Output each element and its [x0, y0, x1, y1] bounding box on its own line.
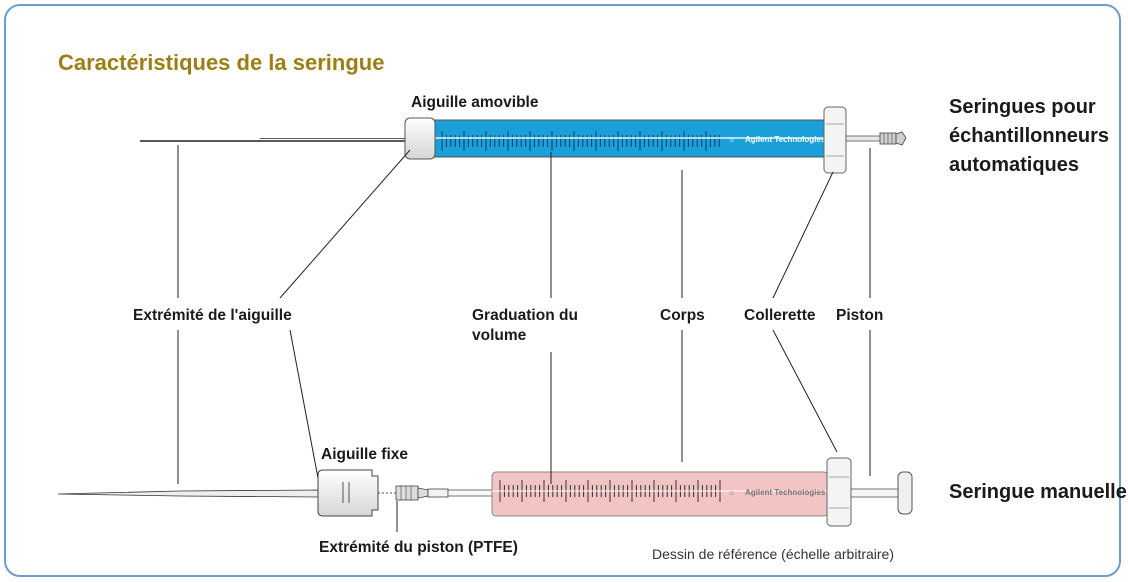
manual-needle — [57, 489, 319, 498]
diagram-frame — [4, 4, 1121, 577]
volume-graduation-line-2: volume — [472, 327, 527, 344]
leader-lines — [177, 145, 871, 532]
autosampler-brand-text: Agilent Technologies — [745, 135, 826, 144]
autosampler-label-line-2: échantillonneurs — [949, 125, 1110, 147]
autosampler-syringe: Agilent Technologies ☼ — [140, 106, 907, 174]
autosampler-label-line-1: Seringues pour — [949, 96, 1096, 118]
autosampler-graduation — [441, 131, 720, 151]
manual-plunger-rod — [850, 488, 900, 498]
removable-needle-cap — [404, 117, 436, 160]
manual-brand-star: ☼ — [728, 488, 735, 497]
plunger-tip-label: Extrémité du piston (PTFE) — [319, 539, 518, 556]
diagram-title: Caractéristiques de la seringue — [58, 50, 385, 75]
manual-flange — [826, 457, 852, 527]
barrel-label: Corps — [660, 307, 705, 324]
fixed-needle-label: Aiguille fixe — [321, 446, 408, 463]
manual-syringe-label: Seringue manuelle — [949, 481, 1127, 503]
ptfe-plunger-tip — [395, 485, 419, 501]
autosampler-syringes-label: Seringues pour échantillonneurs automati… — [949, 93, 1109, 180]
volume-graduation-line-1: Graduation du — [472, 307, 578, 324]
manual-brand-text: Agilent Technologies — [745, 488, 826, 497]
needle-tip-label: Extrémité de l'aiguille — [133, 307, 292, 324]
flange-label: Collerette — [744, 307, 816, 324]
manual-syringe: Agilent Technologies ☼ — [57, 457, 913, 527]
autosampler-brand-star: ☼ — [728, 135, 735, 144]
volume-graduation-label: Graduation du volume — [472, 306, 578, 346]
manual-plunger-thumb — [897, 471, 913, 515]
fixed-needle-hub — [317, 469, 379, 517]
autosampler-plunger-rod — [845, 135, 883, 142]
plunger-label: Piston — [836, 307, 884, 324]
reference-drawing-note: Dessin de référence (échelle arbitraire) — [652, 546, 894, 562]
autosampler-label-line-3: automatiques — [949, 154, 1080, 176]
autosampler-flange — [823, 106, 847, 174]
removable-needle-label: Aiguille amovible — [411, 94, 539, 111]
